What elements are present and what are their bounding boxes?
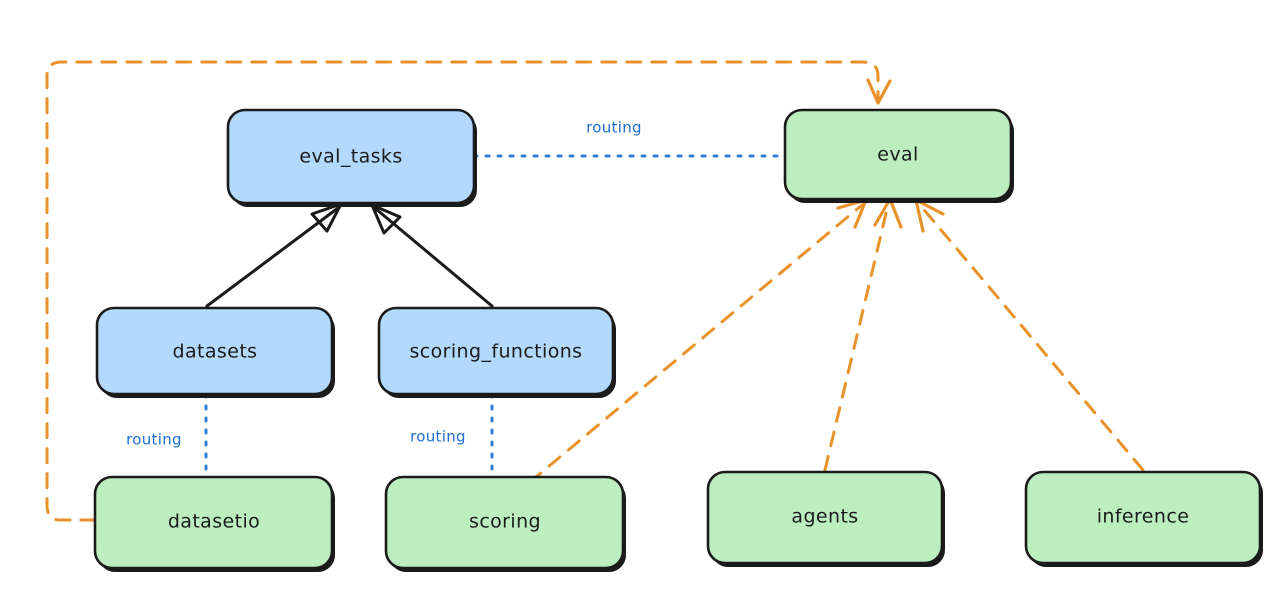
edge-agents-to-eval-line — [823, 203, 890, 472]
edge-eval-tasks-to-eval: routing — [472, 119, 787, 158]
node-inference-label: inference — [1097, 506, 1190, 528]
edge-scoring-functions-to-eval-tasks-line — [374, 207, 494, 308]
edge-label-routing-datasets: routing — [126, 431, 182, 449]
edge-eval-to-datasetio — [45, 60, 892, 522]
node-eval-tasks-label: eval_tasks — [299, 146, 402, 168]
edge-agents-to-eval — [823, 197, 903, 472]
node-scoring-functions-shape — [377, 306, 615, 396]
edge-datasets-to-eval-tasks-arrowhead — [310, 202, 343, 233]
node-datasetio-shape — [93, 475, 334, 570]
edge-scoring-functions-to-eval-tasks — [370, 203, 494, 308]
node-scoring-label: scoring — [469, 511, 541, 533]
node-inference-shape — [1024, 470, 1262, 565]
node-datasetio[interactable]: datasetio — [93, 475, 335, 572]
node-eval[interactable]: eval — [783, 108, 1014, 203]
edge-scoring-to-eval-line — [528, 203, 864, 484]
edge-datasets-to-datasetio: routing — [126, 392, 208, 479]
node-datasets[interactable]: datasets — [95, 306, 335, 398]
edge-label-routing-scoring-functions: routing — [410, 428, 466, 446]
node-inference[interactable]: inference — [1024, 470, 1263, 567]
edge-eval-to-datasetio-line — [45, 60, 880, 522]
edge-scoring-functions-to-scoring: routing — [410, 392, 494, 479]
node-eval-label: eval — [877, 144, 918, 166]
node-agents-label: agents — [791, 506, 858, 528]
node-scoring-shape — [384, 475, 625, 570]
node-scoring-functions[interactable]: scoring_functions — [377, 306, 616, 398]
node-eval-shape — [783, 108, 1013, 201]
edge-datasets-to-eval-tasks — [205, 202, 343, 308]
edge-agents-to-eval-arrowhead — [873, 197, 903, 229]
edge-label-routing-eval-tasks: routing — [586, 119, 642, 137]
edge-inference-to-eval — [914, 198, 1145, 472]
node-scoring[interactable]: scoring — [384, 475, 626, 572]
node-agents[interactable]: agents — [706, 470, 945, 567]
edge-inference-to-eval-line — [918, 203, 1145, 472]
node-datasets-label: datasets — [173, 341, 258, 363]
edge-eval-to-datasetio-arrowhead — [866, 78, 892, 105]
node-agents-shape — [706, 470, 944, 565]
node-datasets-shape — [95, 306, 334, 396]
edge-scoring-functions-to-eval-tasks-arrowhead — [370, 203, 402, 235]
node-eval-tasks[interactable]: eval_tasks — [226, 108, 477, 207]
node-eval-tasks-shape — [226, 108, 476, 205]
edge-datasets-to-eval-tasks-line — [205, 206, 340, 308]
node-datasetio-label: datasetio — [168, 511, 260, 533]
node-scoring-functions-label: scoring_functions — [410, 341, 583, 363]
node-layer: eval_tasks eval datasets scoring_functio… — [93, 108, 1263, 572]
